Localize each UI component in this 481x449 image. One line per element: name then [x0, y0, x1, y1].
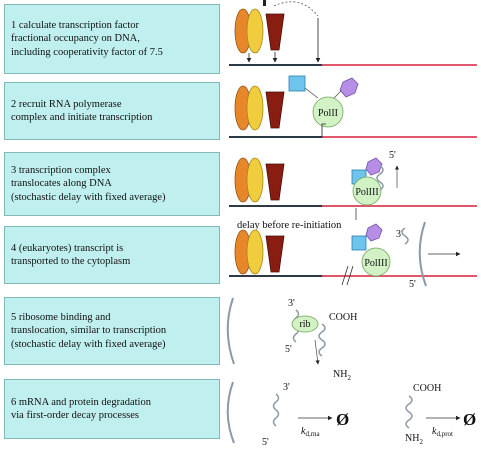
protein-null-symbol: Ø	[463, 410, 476, 429]
step-2-line-2: complex and initiate transcription	[11, 112, 153, 123]
tf-yellow-factor	[246, 229, 264, 275]
row-4-illustration: PolIII 3' 5'	[229, 221, 477, 290]
nh2-label: NH2	[405, 433, 423, 446]
mrna-strand	[226, 297, 235, 365]
three-prime-label: 3'	[396, 229, 403, 240]
step-5-box: 5 ribosome binding and translocation, si…	[4, 297, 220, 365]
tf-marker-top	[263, 0, 266, 6]
tf-yellow-factor	[246, 157, 264, 203]
blue-cofactor	[288, 75, 306, 92]
ribosome-label: rib	[299, 319, 310, 330]
tf-red-factor	[265, 235, 285, 273]
row-1-illustration	[229, 0, 477, 66]
step-1-line-3: including cooperativity factor of 7.5	[11, 46, 163, 58]
cooh-label: COOH	[329, 312, 357, 323]
step-4-line-1: 4 (eukaryotes) transcript is	[11, 242, 124, 254]
five-prime-label: 5'	[262, 437, 269, 448]
step-2-box: 2 recruit RNA polymerase complex and ini…	[4, 82, 220, 140]
step-5-line-1: 5 ribosome binding and	[11, 311, 111, 323]
purple-cofactor	[339, 77, 359, 98]
translation-arrow	[314, 339, 320, 365]
recruit-link-1	[304, 87, 319, 99]
cooperativity-arc	[273, 1, 319, 17]
recruit-link-2	[333, 90, 342, 99]
tf-red-factor	[265, 163, 285, 201]
tf-red-factor	[265, 91, 285, 129]
rna-polymerase-ii	[312, 96, 344, 128]
step-6-line-1: 6 mRNA and protein degradation	[11, 396, 151, 408]
step-3-box: 3 transcription complex translocates alo…	[4, 152, 220, 216]
rna-polymerase-iii	[352, 176, 382, 206]
mrna-segment	[272, 393, 280, 427]
row-3-illustration: PolIII 5' delay before re-initiation	[229, 150, 477, 231]
step-1-box: 1 calculate transcription factor fractio…	[4, 4, 220, 74]
tf-yellow-factor	[246, 8, 264, 54]
step-3-line-3: (stochastic delay with fixed average)	[11, 191, 166, 203]
ribosome	[291, 315, 319, 333]
released-rna-transcript	[401, 227, 409, 245]
row-6-illustration: 3' 5' kd,rna Ø COOH NH2 kd,prot Ø	[226, 381, 476, 448]
row-2-illustration: PolII	[229, 75, 477, 138]
mrna-decay-rate-label: kd,rna	[301, 426, 321, 438]
nh2-label: NH2	[333, 369, 351, 382]
step-5-line-3: (stochastic delay with fixed average)	[11, 338, 166, 350]
nascent-protein-chain	[318, 323, 326, 357]
purple-cofactor	[365, 223, 383, 242]
poliii-label: PolIII	[355, 187, 378, 198]
strand-break-left	[341, 265, 349, 286]
protein-chain	[405, 395, 413, 429]
cooh-label: COOH	[413, 383, 441, 394]
delay-label: delay before re-initiation	[237, 220, 342, 231]
poliii-label: PolIII	[364, 258, 387, 269]
polii-label: PolII	[318, 108, 338, 119]
step-1-line-1: 1 calculate transcription factor	[11, 19, 139, 31]
step-3-line-1: 3 transcription complex	[11, 164, 111, 176]
five-prime-label: 5'	[409, 279, 416, 290]
tf-yellow-factor	[246, 85, 264, 131]
purple-cofactor	[365, 157, 383, 176]
five-prime-label: 5'	[285, 344, 292, 355]
step-5-line-2: translocation, similar to transcription	[11, 325, 167, 337]
step-4-line-2: transported to the cytoplasm	[11, 256, 131, 267]
transcription-start-arrow	[321, 123, 326, 137]
strand-break-right	[346, 265, 354, 286]
mrna-strand	[226, 381, 235, 444]
rna-polymerase-iii	[361, 247, 391, 277]
step-6-box: 6 mRNA and protein degradation via first…	[4, 379, 220, 439]
five-prime-label: 5'	[389, 150, 396, 161]
three-prime-label: 3'	[283, 382, 290, 393]
step-3-line-2: translocates along DNA	[11, 178, 112, 190]
step-1-line-2: fractional occupancy on DNA,	[11, 33, 140, 45]
exported-mrna	[418, 221, 427, 287]
tf-red-factor	[265, 13, 285, 51]
step-2-line-1: 2 recruit RNA polymerase	[11, 98, 122, 110]
step-4-box: 4 (eukaryotes) transcript is transported…	[4, 226, 220, 284]
protein-decay-rate-label: kd,prot	[432, 426, 453, 438]
nascent-rna-transcript	[376, 165, 384, 191]
mrna-null-symbol: Ø	[336, 410, 349, 429]
step-6-line-2: via first-order decay processes	[11, 410, 139, 421]
blue-cofactor	[351, 235, 367, 251]
row-5-illustration: 3' 5' rib COOH NH2	[226, 297, 357, 382]
three-prime-label: 3'	[288, 298, 295, 309]
